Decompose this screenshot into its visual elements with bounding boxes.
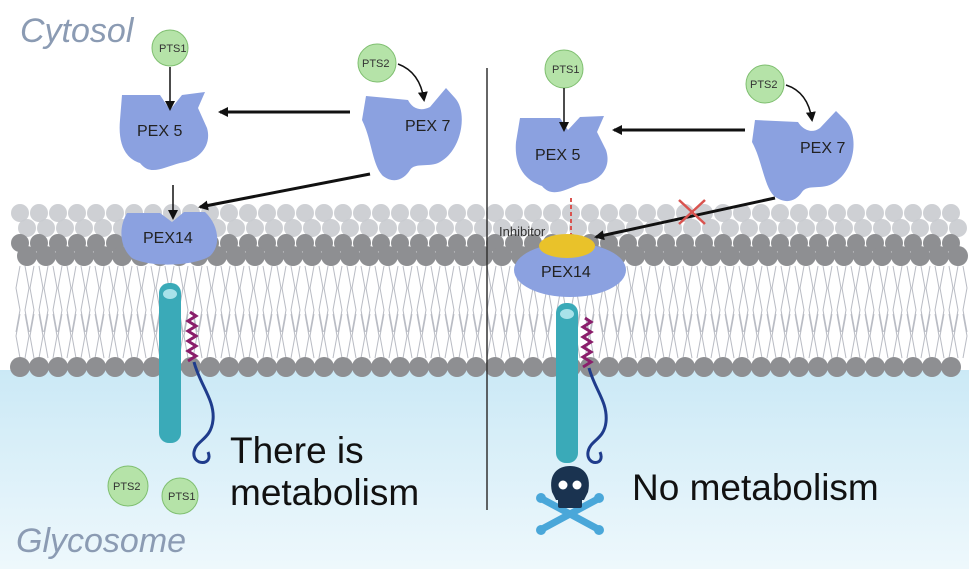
lumen-pts1-circle: [161, 477, 199, 515]
pex7-label: PEX 7: [405, 118, 450, 135]
pex14-label: PEX14: [143, 230, 193, 247]
protein-chain-right: [586, 367, 608, 464]
inhibitor-blob: [539, 234, 595, 258]
lumen-pts1-label: PTS1: [168, 491, 196, 503]
pts2-circle-right: [745, 64, 785, 104]
lumen-pts2-label: PTS2: [113, 481, 141, 493]
pex7-label-right: PEX 7: [800, 140, 845, 157]
pts2-to-pex7-arrow-right: [785, 84, 816, 122]
pore-channel-top: [163, 289, 177, 299]
pts1-label: PTS1: [159, 43, 187, 55]
pex14-label-right: PEX14: [541, 264, 591, 281]
pex5-protein-right: [515, 116, 608, 193]
protein-squiggle-right: [580, 316, 594, 369]
cytosol-label: Cytosol: [20, 12, 135, 50]
left-panel: PEX 5 PEX 7 PEX14 PTS1 PTS2 PTS2 PTS1 Th…: [107, 29, 462, 515]
pex7-protein: [362, 88, 462, 181]
left-caption-line1: There is: [230, 430, 364, 471]
red-x-icon: [678, 199, 706, 225]
lumen-pts2-circle: [107, 465, 149, 507]
pex14-protein-right: [514, 243, 626, 297]
pex5-protein: [119, 92, 209, 171]
pts2-label: PTS2: [362, 58, 390, 70]
protein-chain: [192, 361, 215, 464]
skull-crossbones-icon: [536, 466, 604, 535]
pore-channel: [159, 283, 181, 443]
pex14-protein: [121, 212, 218, 265]
pts1-label-right: PTS1: [552, 64, 580, 76]
protein-squiggle: [185, 310, 199, 363]
pts2-to-pex7-arrow: [397, 63, 428, 102]
pts2-label-right: PTS2: [750, 79, 778, 91]
left-caption-line2: metabolism: [230, 472, 419, 513]
pore-channel-right: [556, 303, 578, 463]
right-caption: No metabolism: [632, 467, 879, 508]
pex7-to-pex14-arrow: [198, 172, 371, 211]
pex7-protein-right: [752, 111, 854, 202]
inhibitor-label: Inhibitor: [499, 224, 546, 239]
glycosome-label: Glycosome: [16, 522, 186, 560]
pts2-circle: [357, 43, 397, 83]
pore-channel-top-right: [560, 309, 574, 319]
pex5-label-right: PEX 5: [535, 147, 580, 164]
pts1-circle: [151, 29, 189, 67]
right-panel: PEX 5 PEX 7 PTS1 PTS2 PEX14 Inhibitor: [499, 49, 879, 535]
pex5-label: PEX 5: [137, 123, 182, 140]
